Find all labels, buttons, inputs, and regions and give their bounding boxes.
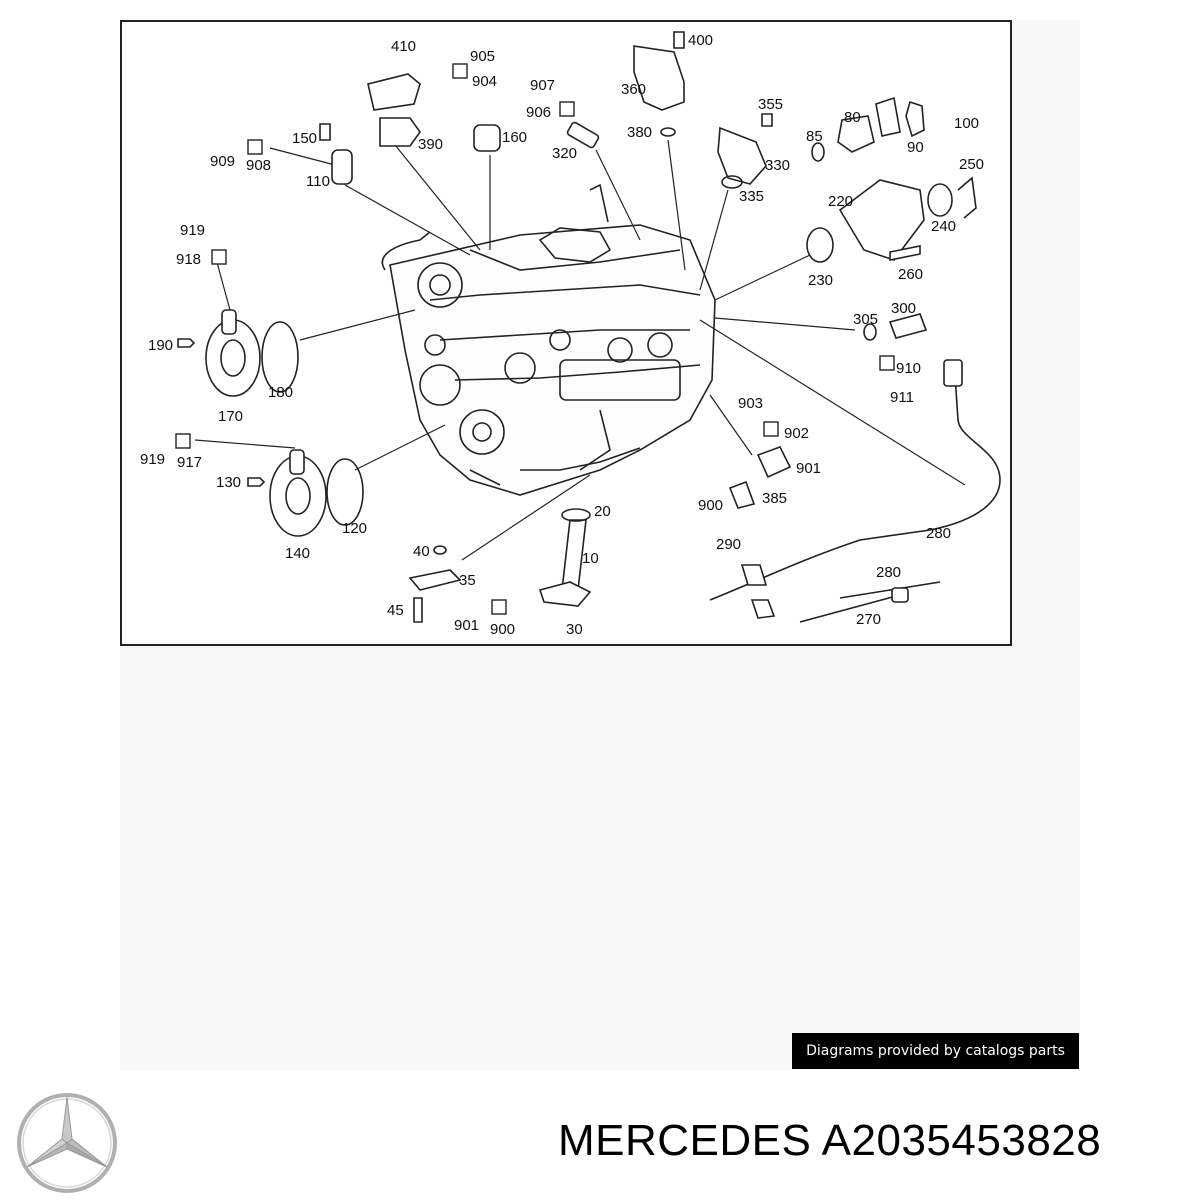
callout-10: 10	[582, 550, 599, 567]
callout-917: 917	[177, 454, 202, 471]
callout-220: 220	[828, 193, 853, 210]
callout-909: 909	[210, 153, 235, 170]
callout-30: 30	[566, 621, 583, 638]
callout-235: 240	[931, 218, 956, 235]
component-parts	[177, 31, 1001, 623]
callout-160: 130	[216, 474, 241, 491]
connector-symbols	[175, 63, 895, 615]
callout-120: 150	[292, 130, 317, 147]
callout-390: 385	[762, 490, 787, 507]
callout-919a: 919	[180, 222, 205, 239]
callout-250: 260	[898, 266, 923, 283]
callout-40: 40	[413, 543, 430, 560]
callout-labels: 410 905 904 400 907 906 360 355 150 390 …	[140, 32, 984, 638]
callout-911: 911	[890, 389, 914, 406]
callout-340: 355	[758, 96, 783, 113]
seal-180	[261, 321, 299, 393]
callout-400: 900	[698, 497, 723, 514]
callout-110: 110	[306, 173, 330, 190]
callout-90: 90	[907, 139, 924, 156]
seal-150	[326, 458, 364, 526]
callout-385: 410	[391, 38, 416, 55]
callout-355: 380	[627, 124, 652, 141]
callout-907: 907	[530, 77, 555, 94]
callout-190: 190	[148, 337, 173, 354]
callout-320: 320	[552, 145, 577, 162]
callout-335: 335	[739, 188, 764, 205]
callout-170: 170	[218, 408, 243, 425]
callout-910: 910	[896, 360, 921, 377]
callout-350: 360	[621, 81, 646, 98]
callout-305: 305	[853, 311, 878, 328]
callout-45: 45	[387, 602, 404, 619]
callout-130: 160	[502, 129, 527, 146]
callout-410: 901	[796, 460, 821, 477]
callout-900: 900	[490, 621, 515, 638]
callout-140: 140	[285, 545, 310, 562]
callout-180: 180	[268, 384, 293, 401]
callout-35: 35	[459, 572, 476, 589]
callout-230: 230	[808, 272, 833, 289]
callout-904: 904	[472, 73, 497, 90]
leader-lines	[194, 139, 966, 561]
callout-380: 390	[418, 136, 443, 153]
brand-name: MERCEDES	[558, 1116, 812, 1165]
callout-300: 300	[891, 300, 916, 317]
callout-270: 270	[856, 611, 881, 628]
callout-901: 901	[454, 617, 479, 634]
callout-260: 280	[926, 525, 951, 542]
callout-290: 290	[716, 536, 741, 553]
callout-902: 902	[784, 425, 809, 442]
callout-908: 908	[246, 157, 271, 174]
part-number: A2035453828	[821, 1116, 1102, 1165]
callout-330: 330	[765, 157, 790, 174]
callout-100: 100	[954, 115, 979, 132]
callout-905: 905	[470, 48, 495, 65]
callout-903: 903	[738, 395, 763, 412]
callout-360: 400	[688, 32, 713, 49]
callout-918: 918	[176, 251, 201, 268]
product-title: MERCEDES A2035453828	[558, 1116, 1101, 1166]
engine-block-drawing	[381, 183, 716, 496]
callout-80: 80	[844, 109, 861, 126]
callout-20: 20	[594, 503, 611, 520]
mercedes-star-icon	[17, 1093, 117, 1193]
callout-919b: 919	[140, 451, 165, 468]
callout-150: 120	[342, 520, 367, 537]
callout-280: 280	[876, 564, 901, 581]
callout-85: 85	[806, 128, 823, 145]
callout-906: 906	[526, 104, 551, 121]
credit-banner: Diagrams provided by catalogs parts	[792, 1033, 1079, 1069]
callout-240: 250	[959, 156, 984, 173]
